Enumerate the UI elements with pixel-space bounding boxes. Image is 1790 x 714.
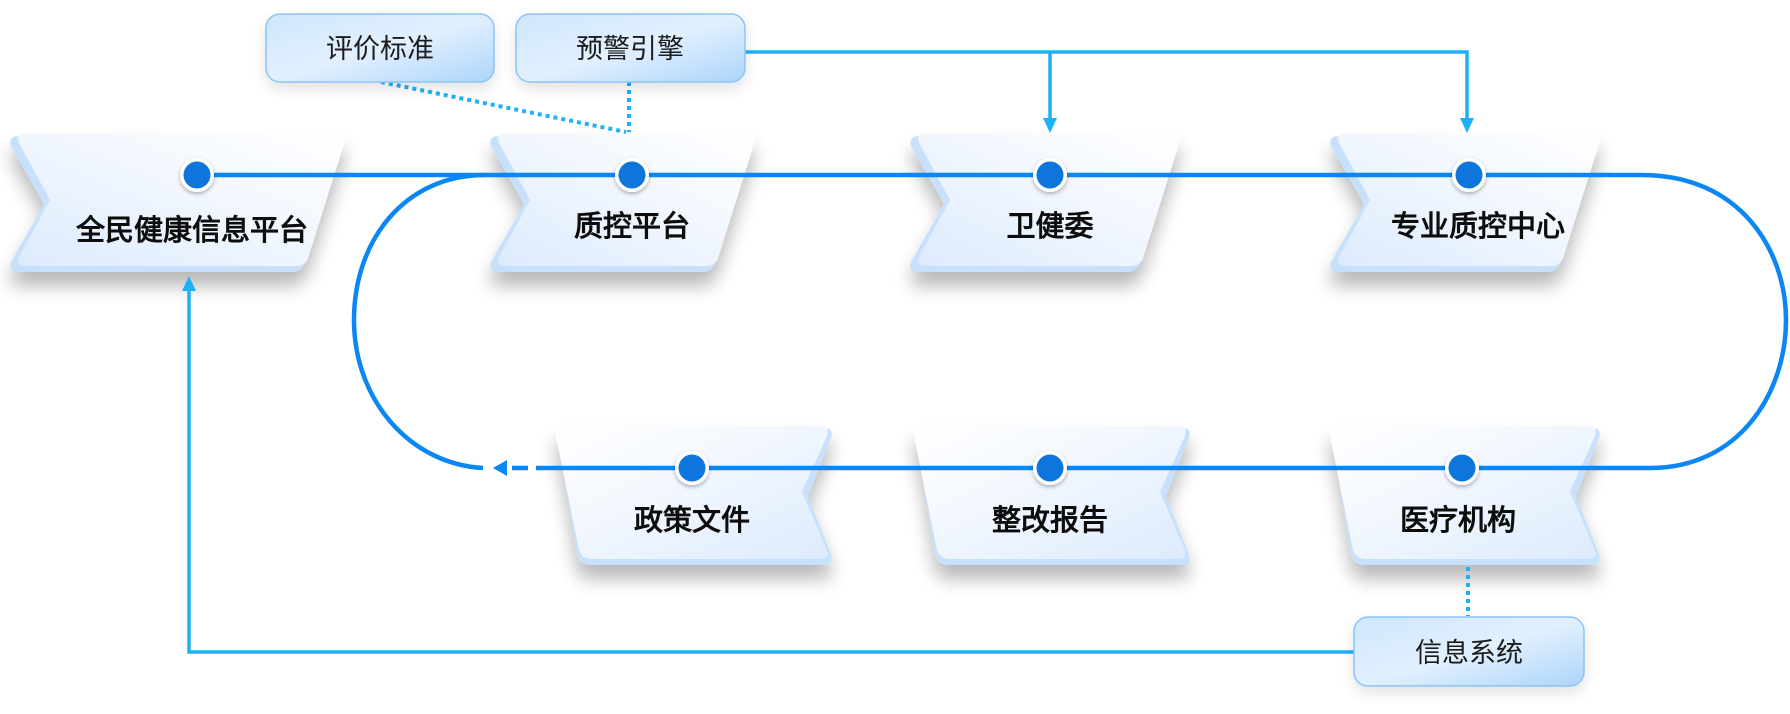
tag-label-warning-engine: 预警引擎 [576,34,684,65]
stage-label-rectification-report: 整改报告 [992,503,1108,537]
tag-information-system[interactable]: 信息系统 [1353,616,1585,687]
tag-box [515,13,746,83]
arrow-up-icon [182,276,196,291]
infosys-to-health-platform-line [187,290,1354,654]
dotted-connector-eval-to-qc [380,80,627,134]
tag-box [1353,616,1585,687]
stage-card-policy-documents[interactable] [555,426,832,565]
left-loop-arc [351,172,486,471]
stage-label-professional-qc-center: 专业质控中心 [1391,209,1565,243]
node-dot-health-commission [1033,158,1067,192]
right-loop-arc [1641,172,1789,471]
stage-label-qc-platform: 质控平台 [574,209,690,243]
node-dots [180,158,1486,485]
stage-card-face [18,134,345,266]
stage-card-face [1329,426,1596,559]
node-dot-health-platform [180,158,214,192]
stage-label-policy-documents: 政策文件 [634,503,750,537]
stage-card-professional-qc-center[interactable] [1330,134,1600,272]
connector-lines [187,50,1470,654]
stage-card-health-platform[interactable] [10,134,345,272]
tag-label-information-system: 信息系统 [1415,638,1523,669]
stage-card-rectification-report[interactable] [913,426,1190,565]
arrow-left-icon [493,460,507,476]
stage-card-face [913,426,1186,559]
stage-card-medical-institution[interactable] [1329,426,1600,565]
stage-label-health-commission: 卫健委 [1006,209,1093,243]
stage-card-face [498,134,755,266]
node-dot-rectification-report [1033,451,1067,485]
stage-card-face [555,426,828,559]
stage-label-health-platform: 全民健康信息平台 [75,213,308,247]
warning-engine-branch-line [745,50,1469,120]
node-dot-policy-documents [675,451,709,485]
tag-evaluation-standard[interactable]: 评价标准 [265,13,495,83]
arrow-down-icon [1460,118,1474,133]
stage-card-qc-platform[interactable] [490,134,755,272]
stage-card-health-commission[interactable] [910,134,1180,272]
stage-label-medical-institution: 医疗机构 [1400,503,1516,537]
stage-card-face [918,134,1180,266]
tag-box [265,13,495,83]
node-dot-qc-platform [615,158,649,192]
tag-warning-engine[interactable]: 预警引擎 [515,13,746,83]
node-dot-medical-institution [1445,451,1479,485]
stage-card-face [1338,134,1600,266]
node-dot-professional-qc-center [1452,158,1486,192]
tag-label-evaluation-standard: 评价标准 [326,34,434,65]
arrow-down-icon [1043,118,1057,133]
